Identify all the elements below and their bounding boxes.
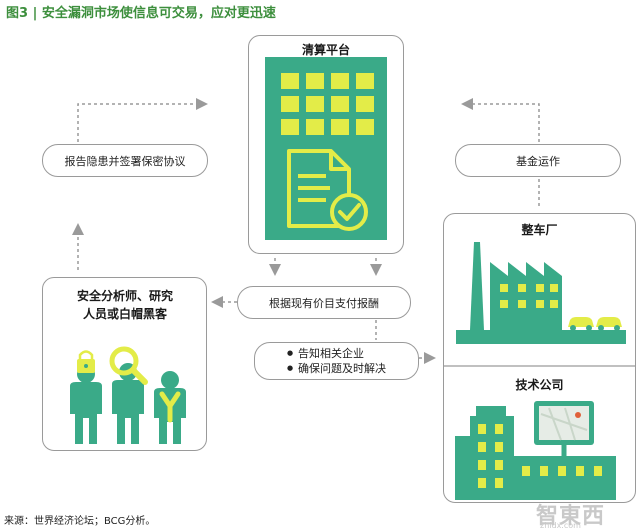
fund-pill: 基金运作	[455, 144, 621, 177]
report-pill: 报告隐患并签署保密协议	[42, 144, 208, 177]
arrow-to-platform-left	[77, 98, 208, 142]
arrow-to-platform-right	[461, 98, 540, 142]
tech-label: 技术公司	[515, 378, 564, 392]
figure-title: 图3 | 安全漏洞市场使信息可交易，应对更迅速	[6, 6, 276, 21]
person-lock-icon	[70, 350, 102, 444]
watermark: 智東西	[536, 504, 606, 529]
tech-building-icon	[455, 406, 616, 500]
person-search-icon	[109, 346, 148, 444]
car-icon	[568, 317, 622, 331]
notify-item: 告知相关企业	[287, 346, 386, 361]
notify-bullets: 告知相关企业 确保问题及时解决	[287, 346, 386, 376]
watermark-url: zhidx.com	[540, 521, 581, 530]
document-check-icon	[287, 149, 368, 231]
pay-pill: 根据现有价目支付报酬	[237, 286, 411, 319]
platform-label: 清算平台	[301, 43, 350, 57]
factory-icon	[456, 242, 626, 344]
factory-label: 整车厂	[521, 223, 558, 237]
map-screen-icon	[534, 401, 594, 456]
notify-item: 确保问题及时解决	[287, 361, 386, 376]
security-label: 安全分析师、研究人员或白帽黑客	[76, 289, 173, 321]
source-note: 来源：世界经济论坛；BCG分析。	[4, 516, 156, 527]
building-grid-icon	[265, 57, 387, 240]
notify-pill: 告知相关企业 确保问题及时解决	[254, 342, 419, 380]
person-y-icon	[154, 371, 186, 444]
